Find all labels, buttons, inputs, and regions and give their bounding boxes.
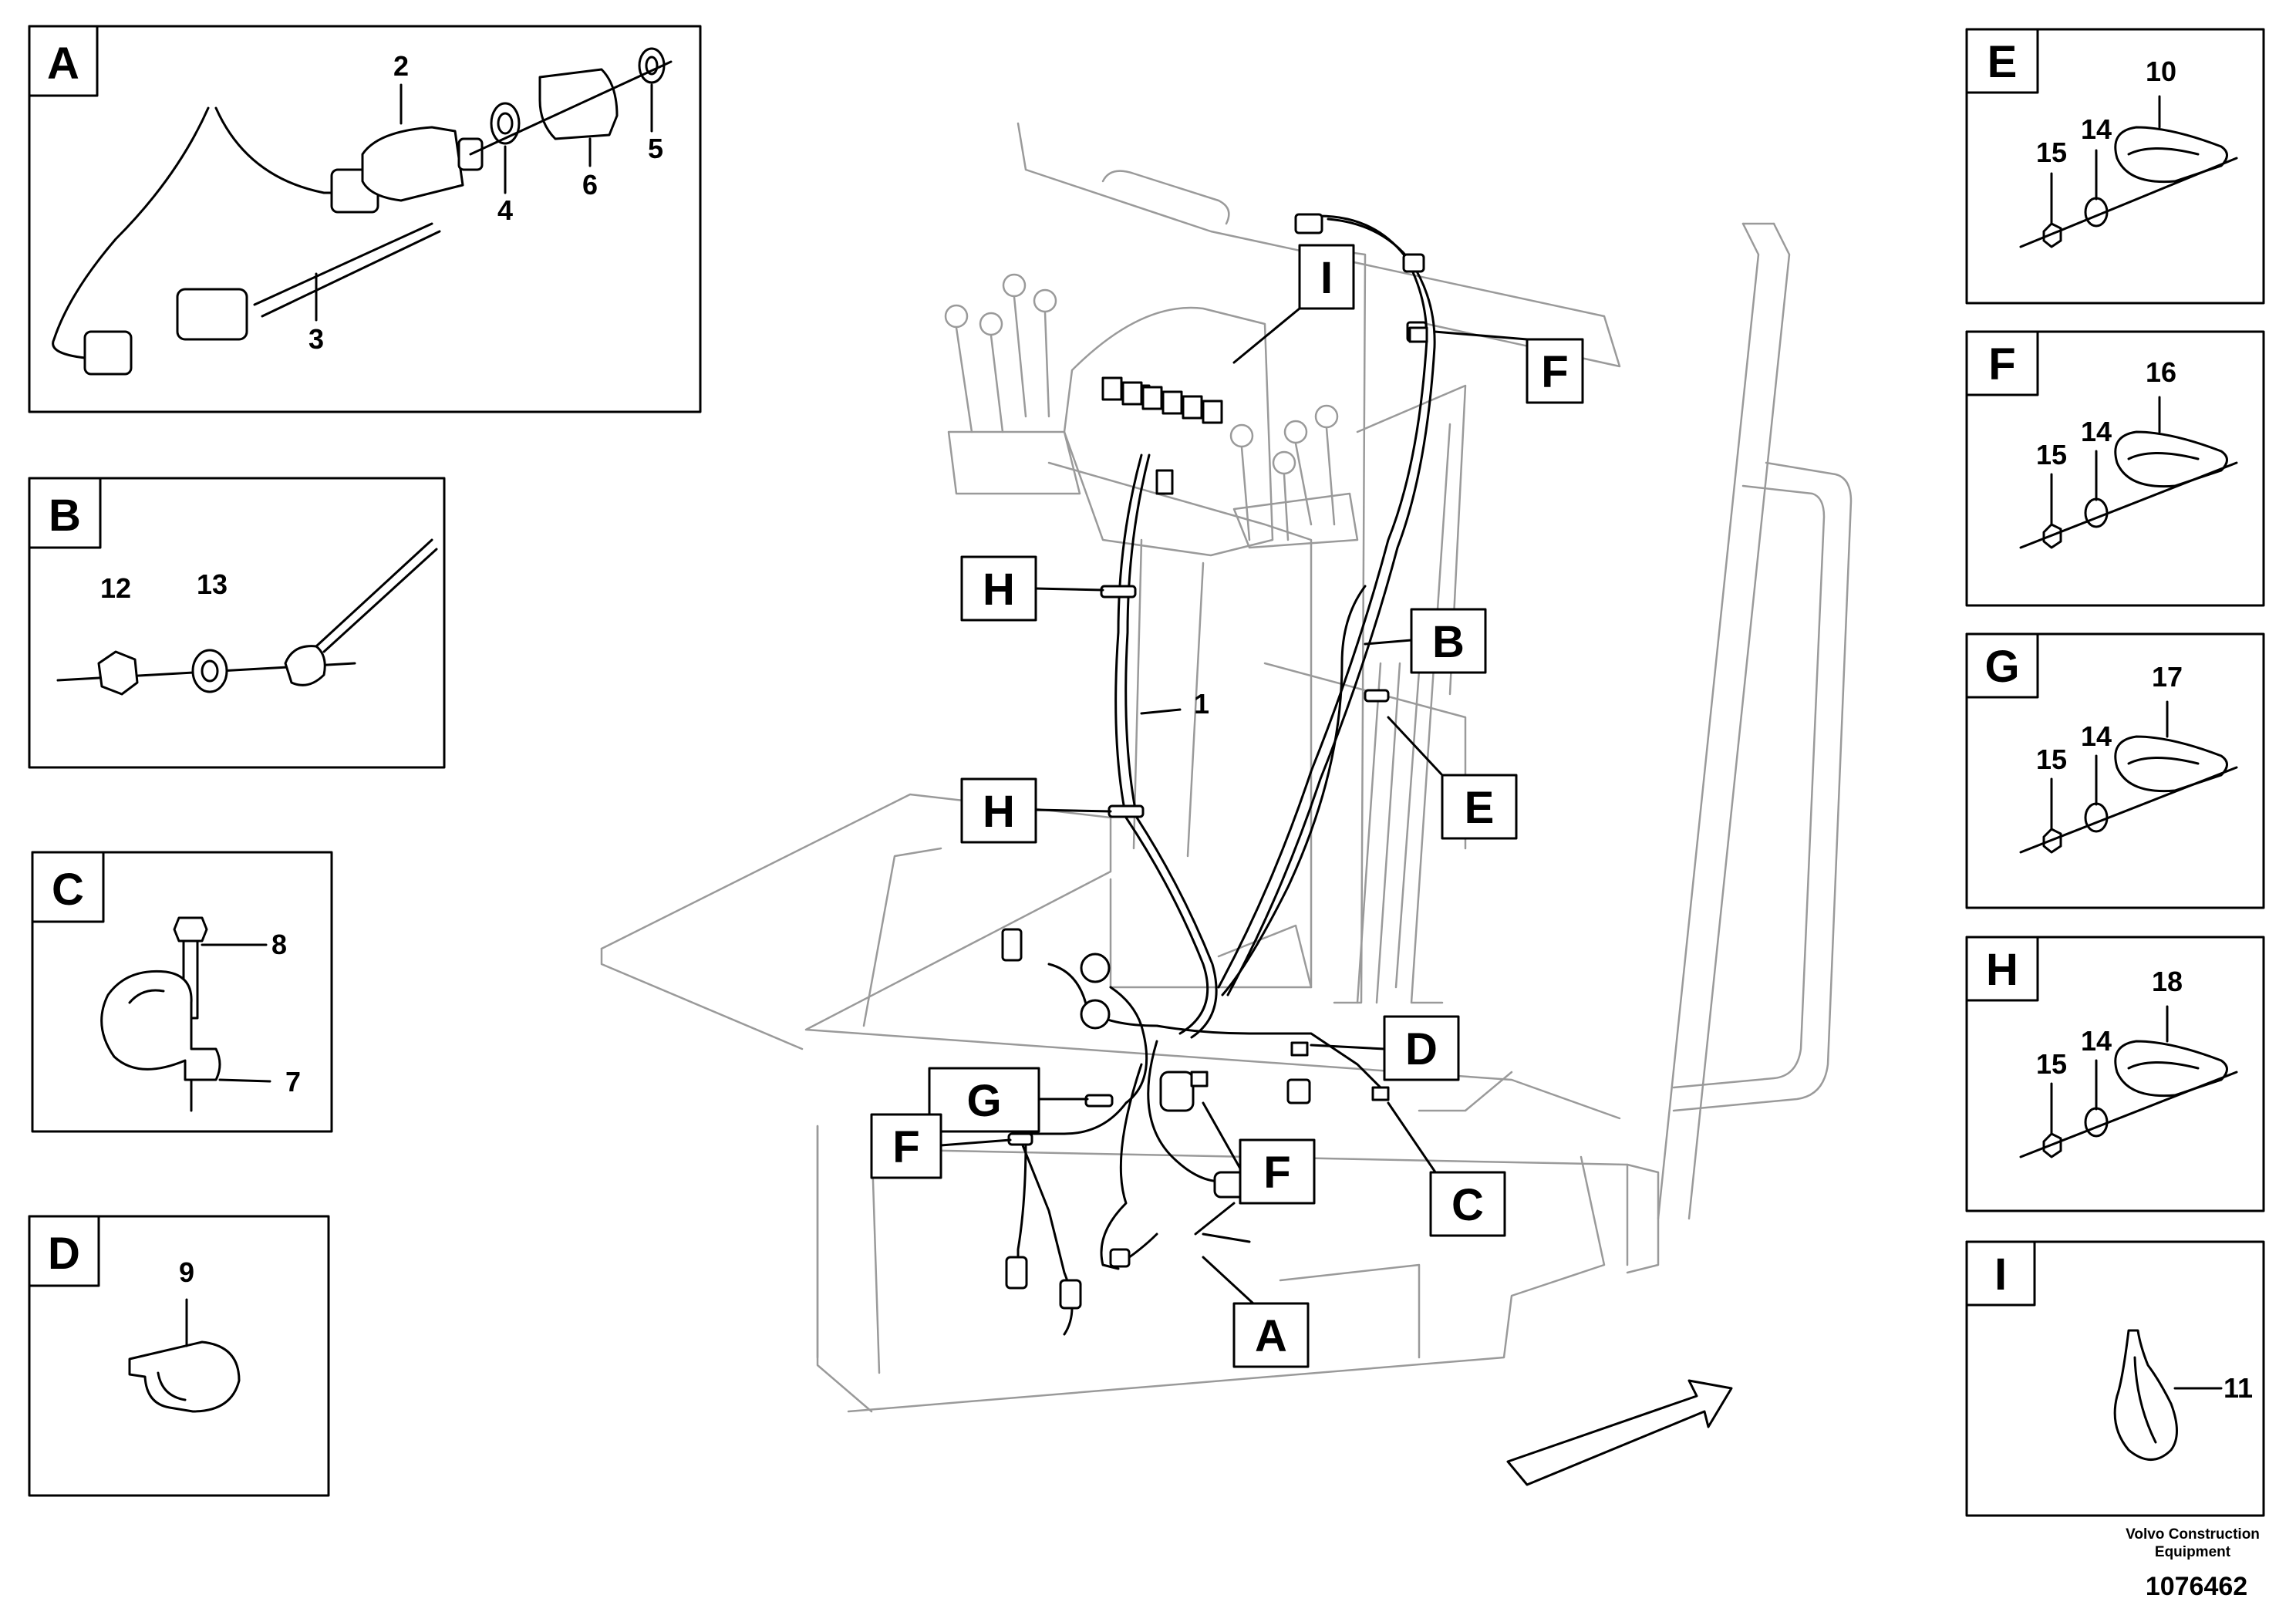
doc-number: 1076462 (2146, 1572, 2247, 1601)
detail-box-D-label: D (48, 1229, 80, 1279)
callout-F-top[interactable]: F (1526, 338, 1584, 404)
footer: Volvo Construction Equipment 1076462 (2126, 1526, 2260, 1601)
control-levers (944, 273, 1359, 549)
detail-box-F-label: F (1988, 339, 2015, 389)
direction-arrow-icon (1506, 1379, 1733, 1486)
detail-box-G: G 17 14 15 (1965, 632, 2265, 909)
part-number-18: 18 (2152, 966, 2183, 997)
detail-box-D: D 9 (28, 1215, 330, 1497)
callout-B[interactable]: B (1410, 608, 1487, 674)
main-assembly-view: I F H B E H D G (600, 122, 1853, 1486)
detail-box-E: E 10 14 15 (1965, 28, 2265, 305)
callout-G[interactable]: G (928, 1067, 1040, 1133)
callout-E[interactable]: E (1441, 774, 1518, 840)
callout-H-upper[interactable]: H (960, 555, 1037, 622)
part-number-2: 2 (393, 50, 409, 82)
part-number-11: 11 (2224, 1372, 2253, 1404)
harness-connectors (1001, 213, 1428, 1310)
part-number-12: 12 (100, 572, 131, 604)
detail-box-F: F 16 14 15 (1965, 330, 2265, 607)
part-number-17: 17 (2152, 661, 2183, 693)
part-number-15: 15 (2036, 744, 2067, 775)
callout-G-label: G (966, 1076, 1001, 1126)
part-number-10: 10 (2146, 56, 2176, 87)
detail-box-I-label: I (1994, 1249, 2007, 1300)
callout-A[interactable]: A (1232, 1302, 1310, 1368)
detail-box-B-label: B (49, 491, 81, 541)
callout-F-left[interactable]: F (870, 1113, 942, 1179)
detail-box-E-label: E (1988, 37, 2018, 87)
part-number-8: 8 (271, 929, 287, 960)
part-number-14: 14 (2081, 113, 2112, 145)
part-number-14: 14 (2081, 416, 2112, 447)
callout-C[interactable]: C (1429, 1171, 1506, 1237)
callout-F-center-label: F (1263, 1148, 1290, 1198)
brand-line-1: Volvo Construction (2126, 1526, 2260, 1543)
part-number-7: 7 (285, 1066, 301, 1098)
relay-block (1101, 376, 1223, 424)
callout-D-label: D (1405, 1024, 1438, 1074)
part-number-14: 14 (2081, 720, 2112, 752)
detail-box-C-label: C (52, 865, 84, 915)
harness-part-number: 1 (1194, 688, 1209, 720)
callout-I-label: I (1320, 253, 1333, 303)
callout-F-left-label: F (892, 1122, 919, 1172)
callout-E-label: E (1465, 783, 1495, 833)
part-number-14: 14 (2081, 1025, 2112, 1057)
part-number-16: 16 (2146, 356, 2176, 388)
detail-box-A: A 2 3 4 5 6 (28, 25, 702, 413)
callout-I[interactable]: I (1298, 244, 1355, 310)
callout-H-lower[interactable]: H (960, 777, 1037, 844)
part-number-15: 15 (2036, 439, 2067, 470)
control-console (1047, 306, 1467, 1004)
detail-box-G-label: G (1984, 642, 2019, 692)
callout-F-top-label: F (1541, 347, 1568, 397)
callout-F-center[interactable]: F (1239, 1138, 1316, 1205)
detail-box-H: H 18 14 15 (1965, 936, 2265, 1212)
detail-box-C: C 8 7 (31, 851, 333, 1133)
callout-H-upper-label: H (983, 565, 1015, 615)
callout-H-lower-label: H (983, 787, 1015, 837)
callout-D[interactable]: D (1383, 1015, 1460, 1081)
floor-plate (600, 793, 1660, 1413)
part-number-13: 13 (197, 568, 228, 600)
part-number-15: 15 (2036, 1048, 2067, 1080)
part-number-5: 5 (648, 133, 663, 164)
part-number-6: 6 (582, 169, 598, 201)
detail-box-H-label: H (1986, 945, 2018, 995)
detail-box-I: I 11 (1965, 1240, 2265, 1517)
part-number-15: 15 (2036, 137, 2067, 168)
part-number-4: 4 (497, 194, 513, 226)
callout-C-label: C (1451, 1180, 1484, 1230)
detail-box-B: B 12 13 (28, 477, 446, 769)
harness-clips (1007, 326, 1428, 1146)
callout-A-label: A (1255, 1311, 1287, 1361)
part-number-3: 3 (308, 323, 324, 355)
detail-box-A-label: A (47, 39, 79, 89)
callout-B-label: B (1432, 617, 1465, 667)
brand-line-2: Equipment (2155, 1544, 2231, 1560)
part-number-9: 9 (179, 1256, 194, 1288)
